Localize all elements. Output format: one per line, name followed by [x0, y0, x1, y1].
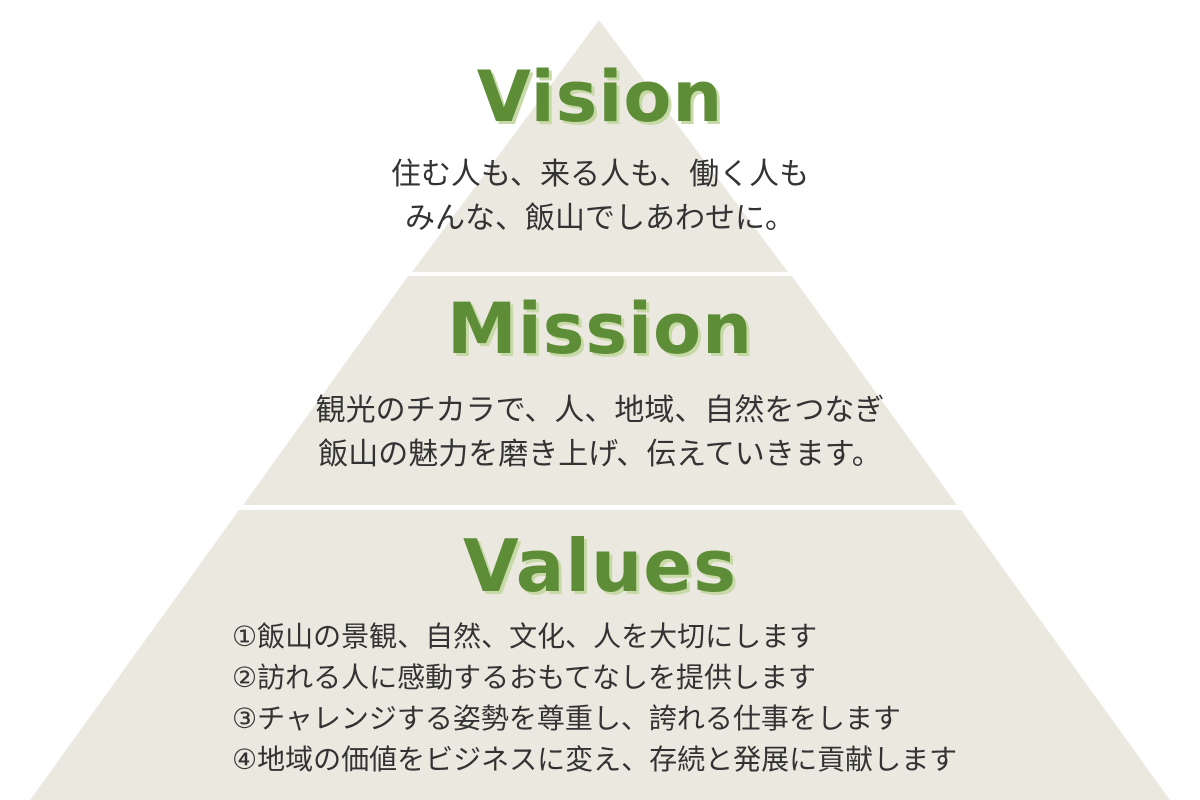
values-item-3: ③チャレンジする姿勢を尊重し、誇れる仕事をします	[232, 702, 901, 735]
pyramid-tier-mission	[243, 276, 957, 505]
values-list: ①飯山の景観、自然、文化、人を大切にします ②訪れる人に感動するおもてなしを提供…	[232, 616, 957, 780]
vision-line-1: 住む人も、来る人も、働く人も	[390, 157, 810, 192]
values-item-2: ②訪れる人に感動するおもてなしを提供します	[232, 661, 816, 694]
vision-statement: 住む人も、来る人も、働く人も みんな、飯山でしあわせに。	[0, 153, 1200, 241]
values-title: Values	[463, 524, 737, 608]
mission-statement: 観光のチカラで、人、地域、自然をつなぎ 飯山の魅力を磨き上げ、伝えていきます。	[0, 389, 1200, 477]
vision-title: Vision	[476, 56, 724, 138]
pyramid-tier-vision	[412, 20, 788, 272]
mission-line-1: 観光のチカラで、人、地域、自然をつなぎ	[315, 393, 885, 428]
values-item-4: ④地域の価値をビジネスに変え、存続と発展に貢献します	[232, 743, 958, 776]
pyramid-tier-values	[30, 510, 1170, 800]
mission-line-2: 飯山の魅力を磨き上げ、伝えていきます。	[318, 437, 882, 472]
mission-title: Mission	[447, 288, 753, 370]
vision-line-2: みんな、飯山でしあわせに。	[405, 201, 795, 236]
values-item-1: ①飯山の景観、自然、文化、人を大切にします	[232, 620, 818, 653]
